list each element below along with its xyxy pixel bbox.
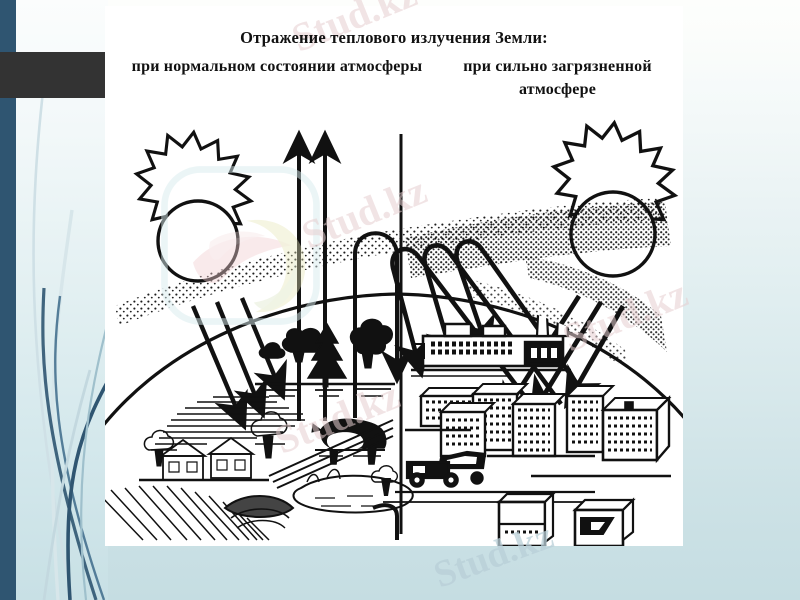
vehicles-group bbox=[383, 450, 595, 503]
garbage-bins bbox=[496, 491, 636, 546]
haystack-lines bbox=[268, 419, 394, 489]
cow-icon bbox=[311, 418, 387, 465]
pollution-layer bbox=[115, 198, 671, 372]
field-strips bbox=[151, 396, 305, 451]
slide-title: Отражение теплового излучения Земли: bbox=[240, 28, 548, 47]
apartment-blocks bbox=[405, 383, 672, 478]
field-hatching bbox=[105, 485, 270, 541]
left-decorative-panel bbox=[16, 0, 108, 600]
title-tab-shape bbox=[0, 52, 118, 98]
street-pipe bbox=[372, 503, 399, 540]
earth-surface-arc bbox=[105, 292, 683, 426]
rural-scene bbox=[105, 318, 414, 541]
sun-left-icon bbox=[133, 129, 255, 283]
pond-icon bbox=[292, 465, 414, 514]
forest-group bbox=[255, 318, 395, 397]
village-houses bbox=[139, 411, 288, 482]
left-accent-bar bbox=[0, 0, 16, 600]
haystacks bbox=[223, 495, 295, 529]
subtitle-right: при сильно загрязненной атмосфере bbox=[463, 58, 652, 98]
urban-scene bbox=[372, 290, 672, 546]
subtitle-left: при нормальном состоянии атмосферы bbox=[131, 58, 423, 75]
outgoing-rays-left bbox=[282, 129, 342, 421]
